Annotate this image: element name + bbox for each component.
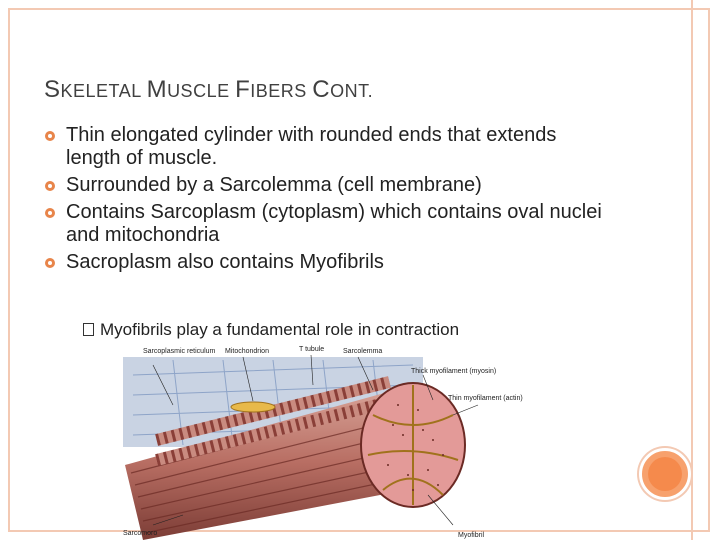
gear-icon: [45, 181, 55, 191]
title-part: F: [235, 76, 251, 103]
bullet-text: Surrounded by a Sarcolemma (cell membran…: [66, 174, 482, 196]
title-part: IBERS: [250, 81, 313, 101]
label-sarcolemma: Sarcolemma: [343, 348, 382, 355]
bullet-list: Thin elongated cylinder with rounded end…: [45, 124, 606, 278]
checkbox-icon: [83, 323, 94, 336]
bullet-item: Contains Sarcoplasm (cytoplasm) which co…: [45, 201, 606, 247]
slide-title: SKELETAL MUSCLE FIBERS CONT.: [44, 76, 373, 104]
accent-line: [691, 0, 693, 540]
gear-icon: [45, 208, 55, 218]
sub-bullet-text: Myofibrils play a fundamental role in co…: [100, 320, 460, 339]
label-thick-myofilament: Thick myofilament (myosin): [411, 368, 496, 375]
gear-icon: [45, 131, 55, 141]
sub-bullet: Myofibrils play a fundamental role in co…: [83, 320, 459, 340]
bullet-item: Thin elongated cylinder with rounded end…: [45, 124, 606, 170]
gear-icon: [45, 258, 55, 268]
label-thin-myofilament: Thin myofilament (actin): [448, 395, 523, 402]
label-sarcomere: Sarcomoro: [123, 530, 157, 537]
myofibril-strip: [155, 376, 391, 446]
label-mitochondrion: Mitochondrion: [225, 348, 269, 355]
accent-circle: [639, 448, 691, 500]
title-part: USCLE: [167, 81, 236, 101]
bullet-text: Thin elongated cylinder with rounded end…: [66, 124, 557, 169]
slide-frame: [8, 8, 710, 532]
title-part: S: [44, 76, 61, 103]
title-part: M: [146, 76, 168, 103]
label-t-tubule: T tubule: [299, 346, 324, 353]
title-part: KELETAL: [60, 81, 147, 101]
label-myofibril: Myofibril: [458, 532, 485, 539]
bullet-item: Sacroplasm also contains Myofibrils: [45, 251, 606, 274]
accent-circle-inner: [648, 457, 682, 491]
bullet-text: Contains Sarcoplasm (cytoplasm) which co…: [66, 201, 602, 246]
title-part: ONT.: [330, 81, 374, 101]
myofibril-strip: [155, 396, 391, 466]
title-part: C: [312, 76, 331, 103]
bullet-item: Surrounded by a Sarcolemma (cell membran…: [45, 174, 606, 197]
mitochondrion: [230, 401, 276, 413]
fiber-body: [125, 385, 433, 540]
bullet-text: Sacroplasm also contains Myofibrils: [66, 251, 384, 273]
muscle-fiber-illustration: Sarcoplasmic reticulum Mitochondrion T t…: [123, 346, 523, 540]
label-sarcoplasmic-reticulum: Sarcoplasmic reticulum: [143, 348, 216, 355]
